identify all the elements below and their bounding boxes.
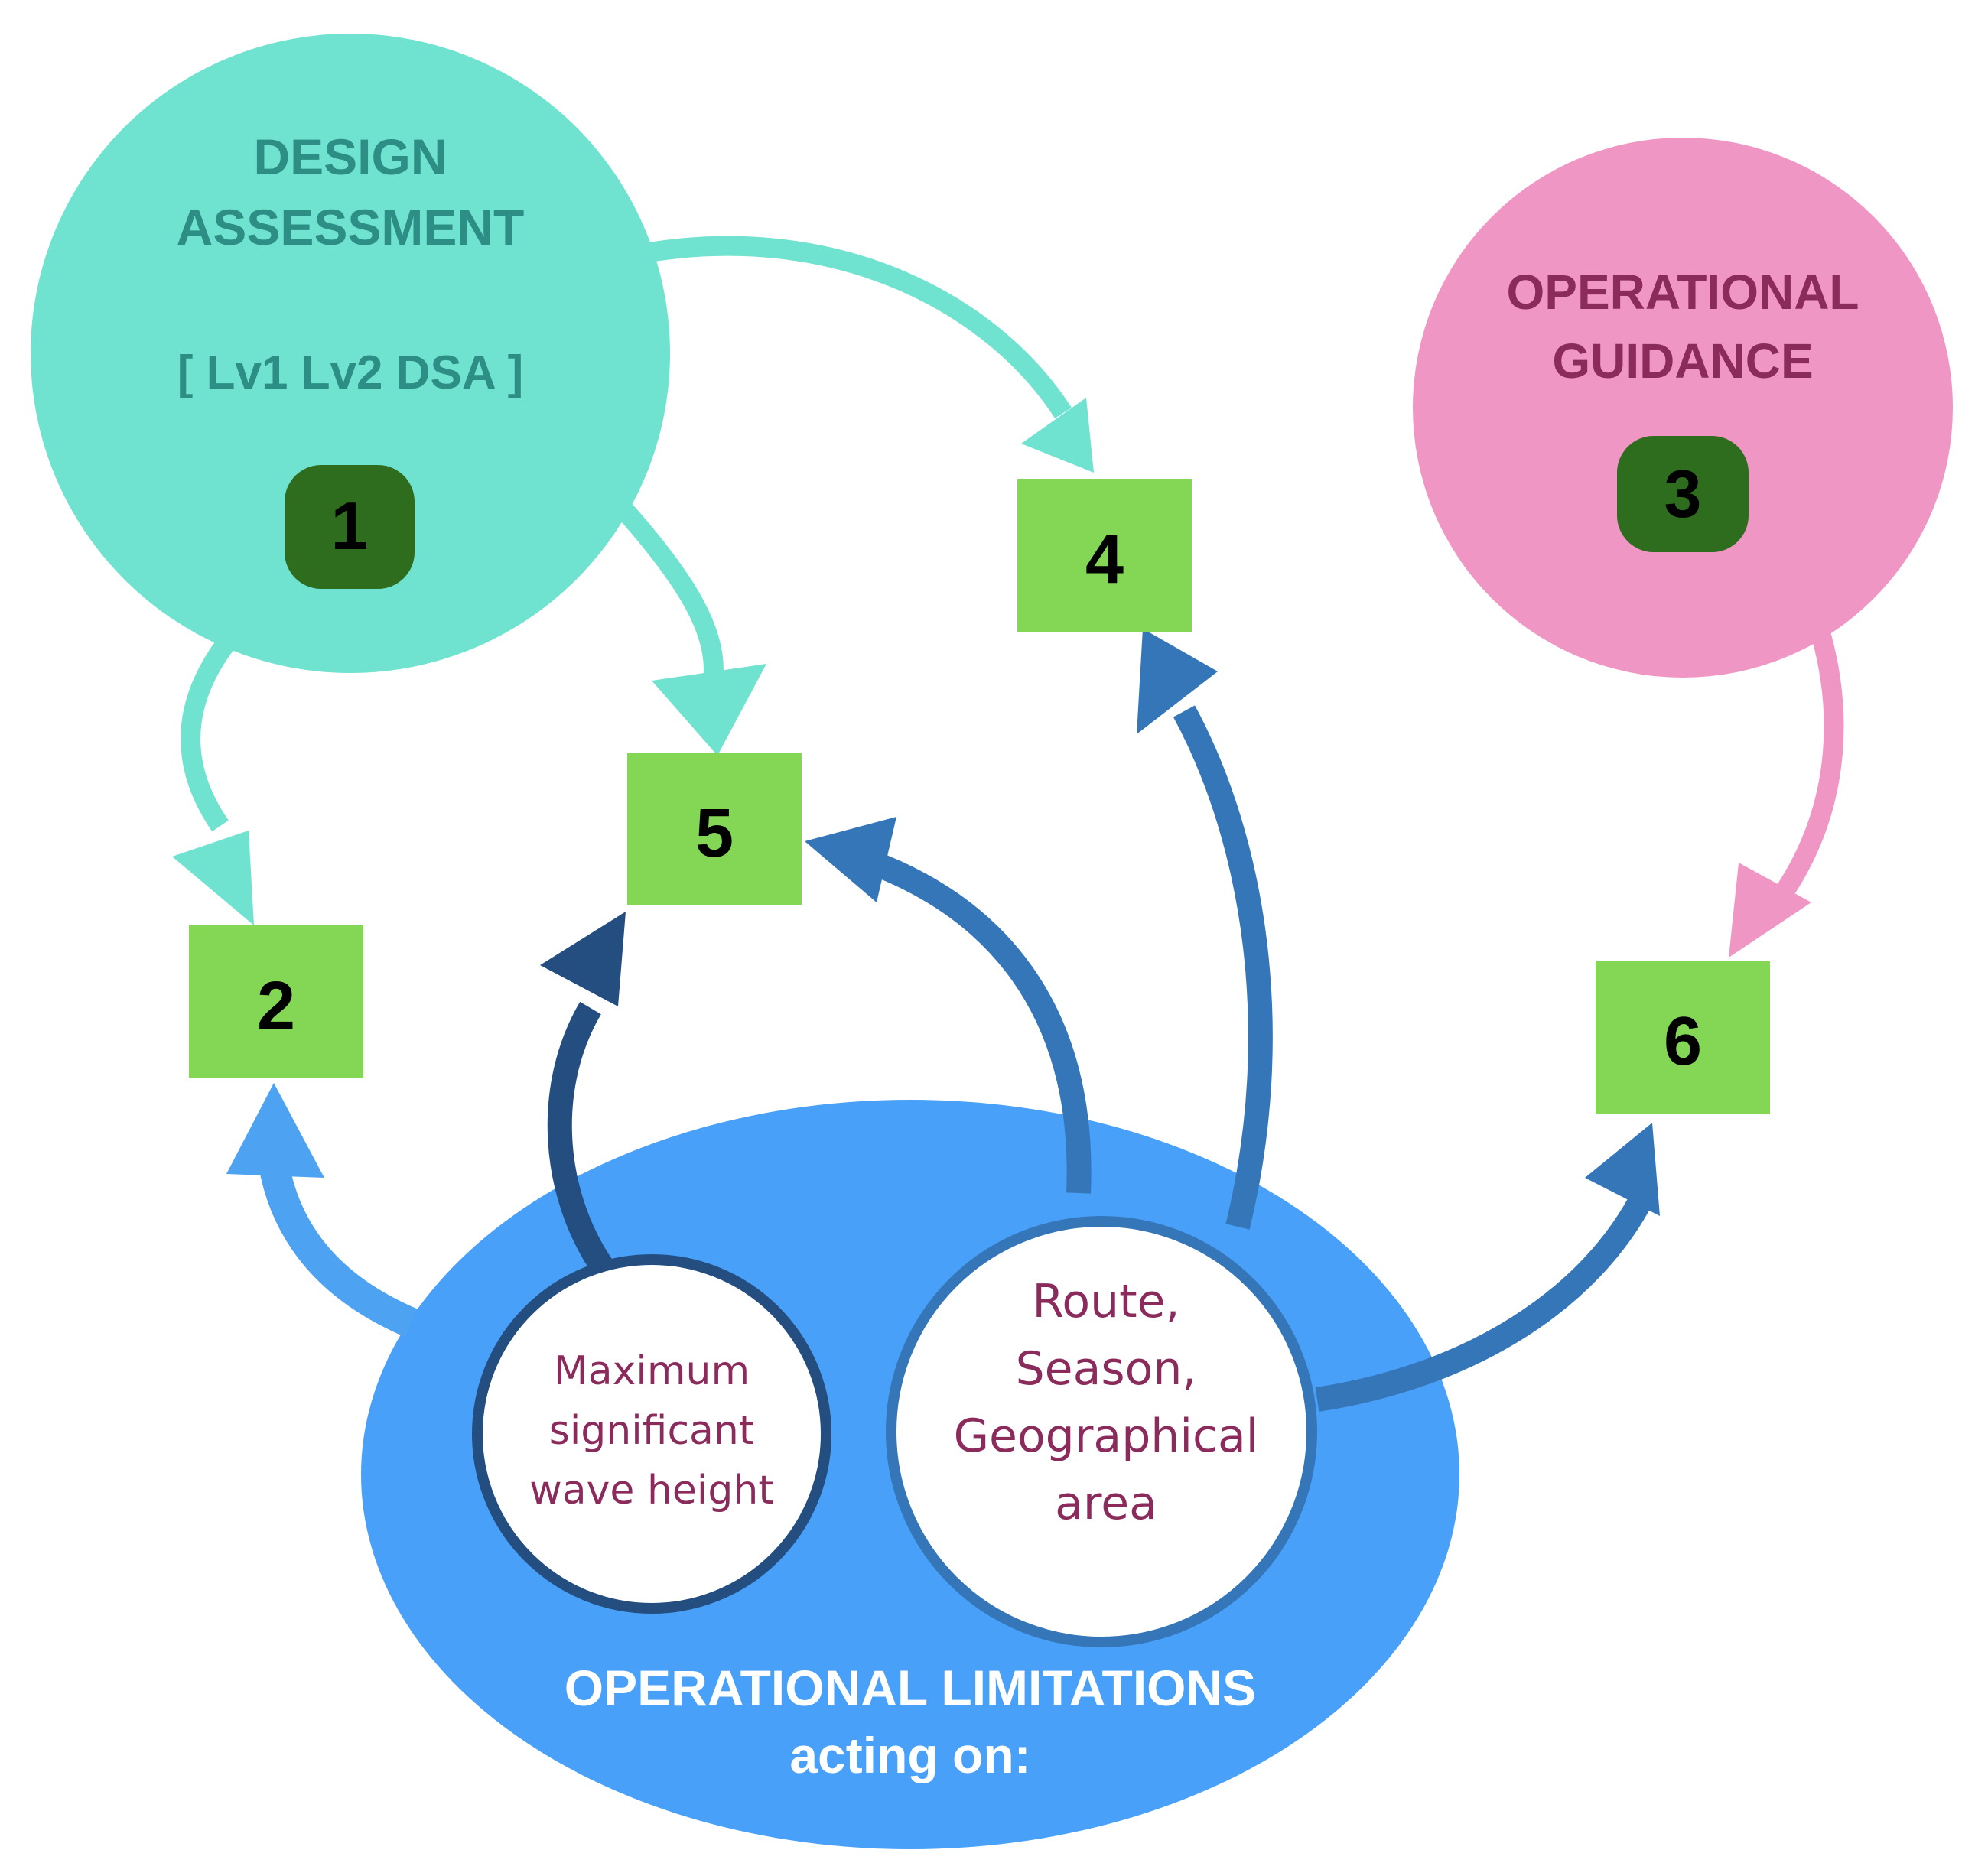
arrow-route-to-5 [805,817,1092,1194]
box-6-number: 6 [1664,1003,1702,1080]
operational-guidance-badge-number: 3 [1664,456,1702,532]
arrow-guidance-to-6 [1729,589,1844,958]
arrow-design-to-2 [172,638,254,925]
design-assessment-title-line2: ASSESSMENT [177,199,525,255]
arrow-wave-to-5 [540,912,626,1277]
route-season-area-circle [886,1216,1317,1647]
arrow-route-to-6 [1315,1123,1660,1412]
box-2 [189,925,363,1078]
wave-height-circle [472,1254,831,1614]
arrow-limitations-to-2 [226,1083,418,1338]
wave-height-line2: significant [549,1408,755,1454]
arrow-design-to-5 [612,498,766,756]
design-assessment-circle [31,34,670,673]
design-assessment-title-line1: DESIGN [253,128,447,185]
arrow-design-to-4 [646,236,1094,473]
box-2-number: 2 [257,968,295,1045]
box-6 [1596,961,1770,1114]
operational-guidance-circle [1413,138,1953,678]
operational-guidance-badge [1617,436,1749,552]
operational-limitations-subtitle: acting on: [789,1727,1030,1783]
route-season-line3: Geographical [954,1409,1259,1463]
wave-height-line1: Maximum [554,1348,750,1394]
design-assessment-badge [285,465,415,589]
design-assessment-levels: [ Lv1 Lv2 DSA ] [177,346,523,399]
box-4-number: 4 [1085,522,1124,598]
wave-height-line3: wave height [529,1468,773,1513]
box-5-number: 5 [695,795,734,872]
design-assessment-badge-number: 1 [331,488,369,564]
box-5 [627,753,802,905]
operational-guidance-title-line2: GUIDANCE [1552,333,1813,389]
arrow-route-to-4 [1137,629,1273,1230]
route-season-line1: Route, [1032,1275,1179,1328]
route-season-line4: area [1055,1477,1157,1530]
box-4 [1017,479,1192,632]
route-season-line2: Season, [1016,1342,1197,1396]
operational-guidance-title-line1: OPERATIONAL [1506,265,1859,320]
operational-limitations-title: OPERATIONAL LIMITATIONS [565,1660,1256,1716]
